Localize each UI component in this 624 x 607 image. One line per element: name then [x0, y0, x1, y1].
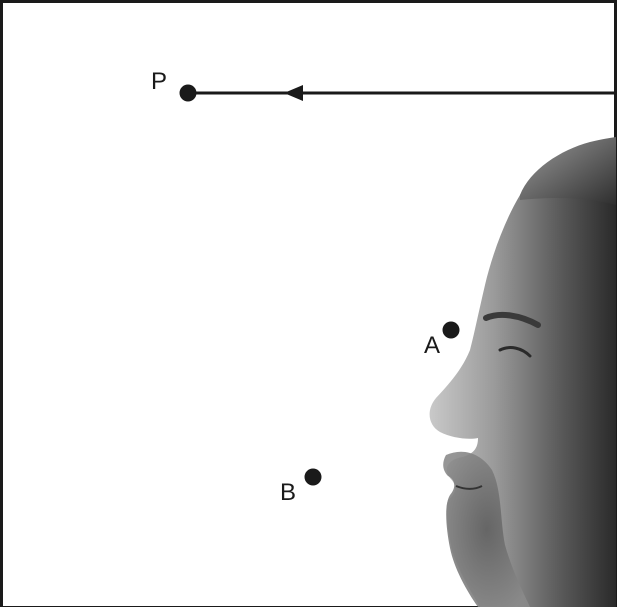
mouth-shape [455, 485, 483, 490]
point-p [179, 84, 197, 102]
beard-shape [443, 451, 530, 607]
point-b-label: B [280, 479, 296, 506]
point-a [442, 321, 460, 339]
eyebrow-shape [483, 311, 541, 328]
point-b [304, 468, 322, 486]
man-profile-photo [429, 137, 616, 607]
point-p-label: P [151, 68, 167, 95]
arrowhead-icon [284, 85, 303, 101]
eye-shape [498, 346, 532, 358]
hair-shape [520, 137, 616, 205]
point-a-label: A [424, 332, 440, 359]
